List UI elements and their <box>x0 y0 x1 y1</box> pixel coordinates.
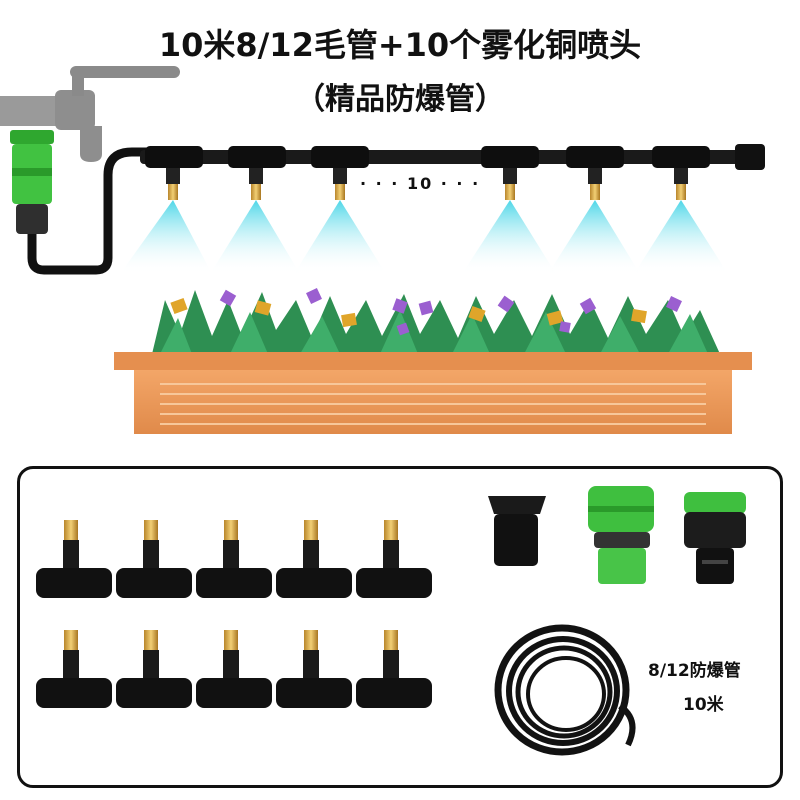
kit-contents-panel <box>17 466 783 788</box>
hose-spec-label: 8/12防爆管 <box>648 661 741 681</box>
faucet <box>0 66 180 162</box>
end-cap <box>488 496 546 566</box>
page-subtitle: （精品防爆管） <box>295 82 505 117</box>
page-title: 10米8/12毛管+10个雾化铜喷头 <box>158 26 642 64</box>
quick-connector <box>588 486 654 584</box>
plants <box>152 288 720 354</box>
feed-hose <box>27 147 150 275</box>
end-plug <box>735 144 765 170</box>
planter-box <box>114 352 752 434</box>
tap-adapter <box>684 492 746 584</box>
nozzle-count-label: · · · 10 · · · <box>360 174 481 193</box>
tap-connector <box>10 130 54 234</box>
tee-nozzle-set <box>36 520 432 708</box>
hose-length-label: 10米 <box>683 695 724 715</box>
nozzle-group <box>120 146 728 274</box>
coiled-hose <box>494 624 636 756</box>
